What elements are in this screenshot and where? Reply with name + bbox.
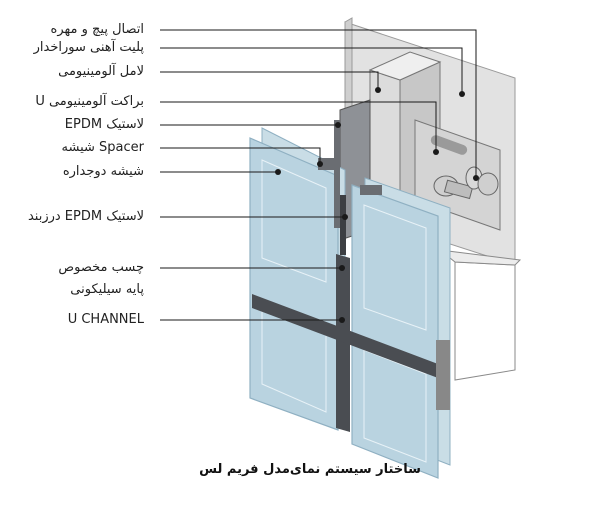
label-aluminum-mullion: لامل آلومینیومی <box>58 64 144 79</box>
plate-slot <box>430 135 468 155</box>
glass-right-inner1 <box>363 204 427 331</box>
label-spacer: Spacer شیشه <box>61 140 144 155</box>
label-silicone-line2: پایه سیلیکونی <box>70 282 144 297</box>
right-spacer <box>360 185 382 195</box>
label-epdm-rubber: لاستیک EPDM <box>64 117 144 132</box>
leader-ubracket <box>160 101 437 152</box>
leader-spacer <box>160 147 321 164</box>
glass-right-inner2 <box>363 349 427 463</box>
epdm-profile <box>334 120 340 228</box>
glass-right <box>351 184 439 479</box>
leader-bolt <box>160 29 477 178</box>
leader-mullion <box>160 71 379 90</box>
u-channel-horizontal <box>252 294 438 378</box>
glass-left-inner1 <box>261 159 327 283</box>
bottom-fitting-2 <box>436 370 450 410</box>
glass-left <box>249 137 339 431</box>
bottom-fitting-1 <box>436 340 450 376</box>
label-epdm-joint: لاستیک EPDM درزبند <box>27 209 144 224</box>
leader-plate <box>160 47 463 94</box>
leader-dots <box>275 87 479 323</box>
label-u-channel: U CHANNEL <box>67 312 144 327</box>
leader-lines <box>160 29 477 321</box>
label-u-bracket: براکت آلومینیومی U <box>35 94 144 109</box>
floor-slab <box>454 261 516 381</box>
label-bolt-nut: اتصال پیچ و مهره <box>50 22 144 37</box>
epdm-joint-profile <box>340 195 346 255</box>
mullion-top <box>368 51 442 81</box>
u-channel-vertical <box>336 254 350 432</box>
label-double-glass: شیشه دوجداره <box>62 164 144 179</box>
diagram-caption: ساختار سیستم نمای‌مدل فریم لس <box>199 462 421 477</box>
spacer-profile <box>318 158 338 170</box>
label-slotted-plate: پلیت آهنی سوراخدار <box>33 40 144 55</box>
label-silicone-line1: چسب مخصوص <box>58 260 144 275</box>
